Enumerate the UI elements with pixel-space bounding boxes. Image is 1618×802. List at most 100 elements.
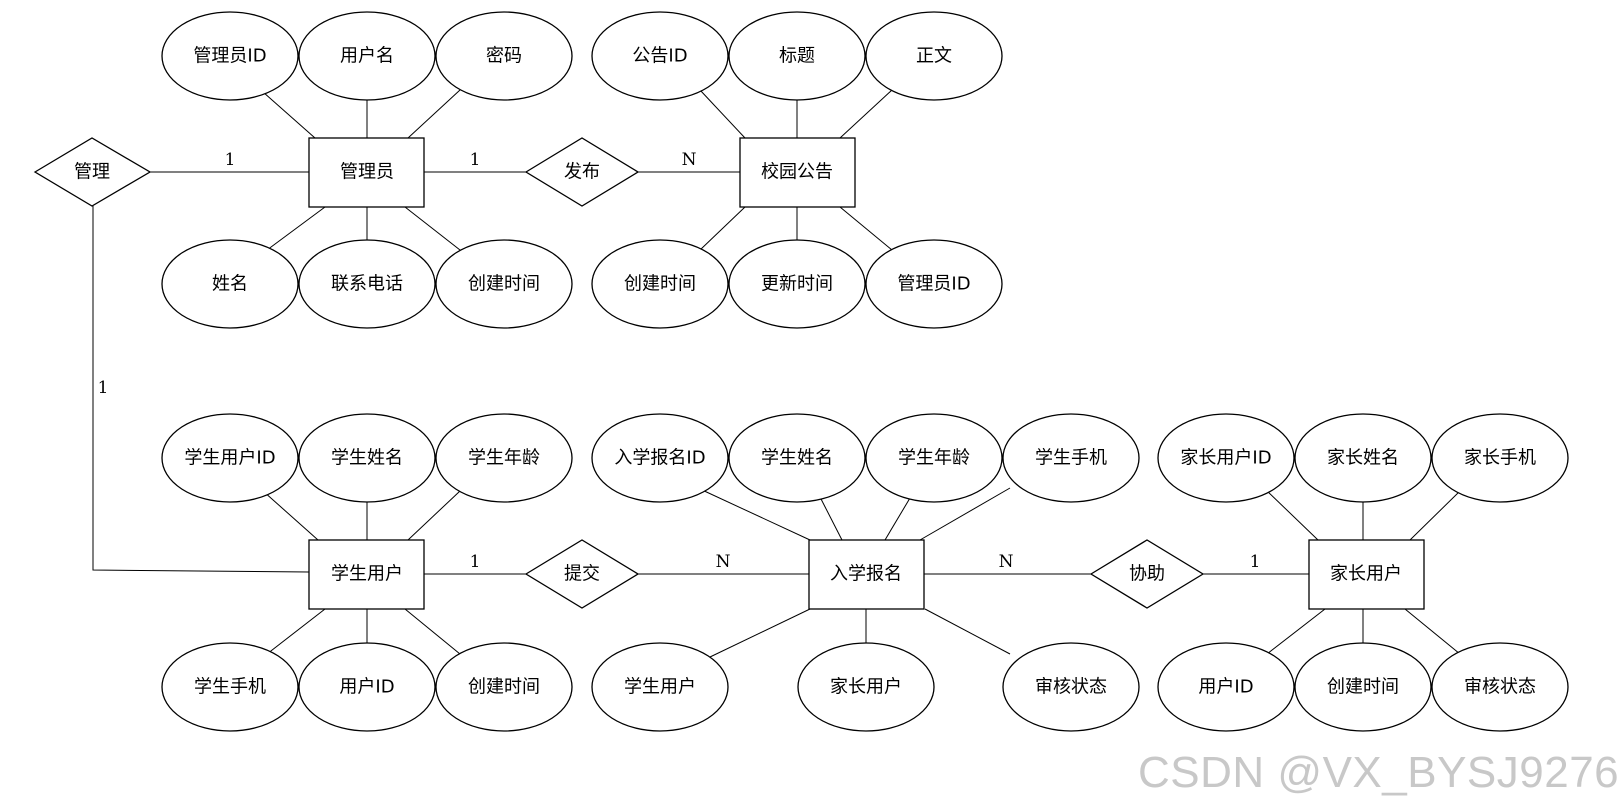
watermark: CSDN @VX_BYSJ9276 [1138,748,1618,797]
attribute-label: 家长用户 [830,677,902,698]
attribute-label: 学生手机 [194,677,266,698]
attribute-label: 更新时间 [761,274,833,295]
attribute-label: 创建时间 [468,274,540,295]
attribute-label: 学生手机 [1035,448,1107,469]
relationship-diamond [1089,539,1205,609]
attribute-ellipse [435,239,573,329]
attribute-label: 标题 [779,46,815,67]
attribute-label: 用户ID [1198,677,1253,698]
attribute-ellipse [591,239,729,329]
attribute-ellipse [435,642,573,732]
attribute-ellipse [1002,413,1140,503]
attribute-label: 学生用户ID [184,448,275,469]
attribute-label: 创建时间 [468,677,540,698]
attribute-ellipse [298,11,436,101]
cardinality-label: 1 [470,552,481,572]
attribute-ellipse [161,11,299,101]
relationship-diamond [524,137,640,207]
attribute-label: 家长手机 [1464,448,1536,469]
cardinality-label: N [682,150,697,170]
attribute-label: 学生用户 [624,677,696,698]
relationship-label: 管理 [74,162,110,183]
relationship-label: 发布 [564,162,600,183]
attribute-label: 学生姓名 [761,448,833,469]
cardinality-label: N [716,552,731,572]
entity-box [308,137,425,208]
attribute-label: 入学报名ID [614,448,705,469]
attribute-ellipse [865,239,1003,329]
attribute-label: 用户ID [339,677,394,698]
attribute-label: 学生年龄 [898,448,970,469]
entity-admin: 管理员ID 用户名 密码 管理员 姓名 联系电话 创建时间 [161,11,573,329]
relationship-diamond [33,137,152,207]
attribute-ellipse [591,413,729,503]
attribute-ellipse [865,11,1003,101]
attribute-ellipse [1157,413,1295,503]
attribute-ellipse [435,11,573,101]
entity-enrollment: 入学报名ID 学生姓名 学生年龄 学生手机 入学报名 学生用户 家长用户 审核状… [591,413,1140,732]
attribute-label: 正文 [916,46,952,67]
cardinality-label: 1 [470,150,481,170]
cardinality-labels: 1 1 1 N 1 N N 1 [98,150,1261,572]
entity-label: 管理员 [340,162,394,183]
attribute-label: 家长用户ID [1180,448,1271,469]
attribute-label: 创建时间 [1327,677,1399,698]
relationship-diamond [524,539,640,609]
attribute-label: 审核状态 [1035,677,1107,698]
entity-box [739,137,856,208]
connectors [92,89,1461,658]
attribute-label: 公告ID [632,46,687,67]
entity-label: 学生用户 [331,564,403,585]
attribute-ellipse [797,642,935,732]
entity-label: 入学报名 [830,564,902,585]
attribute-ellipse [591,11,729,101]
relationship-publish: 发布 [524,137,640,207]
relationship-submit: 提交 [524,539,640,609]
relationship-manage: 管理 [33,137,152,207]
cardinality-label: N [999,552,1014,572]
cardinality-label: 1 [98,378,109,398]
entity-box [1308,539,1425,610]
entity-parent-user: 家长用户ID 家长姓名 家长手机 家长用户 用户ID 创建时间 审核状态 [1157,413,1569,732]
attribute-ellipse [1431,642,1569,732]
attribute-ellipse [728,413,866,503]
attribute-ellipse [728,11,866,101]
attribute-ellipse [1294,413,1432,503]
attribute-ellipse [161,642,299,732]
entity-label: 校园公告 [761,162,833,183]
entity-box [808,539,925,610]
attribute-label: 家长姓名 [1327,448,1399,469]
attribute-ellipse [1431,413,1569,503]
relationship-assist: 协助 [1089,539,1205,609]
entity-label: 家长用户 [1330,564,1402,585]
entity-notice: 公告ID 标题 正文 校园公告 创建时间 更新时间 管理员ID [591,11,1003,329]
attribute-ellipse [435,413,573,503]
entity-student-user: 学生用户ID 学生姓名 学生年龄 学生用户 学生手机 用户ID 创建时间 [161,413,573,732]
attribute-label: 学生年龄 [468,448,540,469]
entity-box [308,539,425,610]
relationship-label: 提交 [564,564,600,585]
attribute-label: 审核状态 [1464,677,1536,698]
attribute-label: 学生姓名 [331,448,403,469]
attribute-label: 创建时间 [624,274,696,295]
attribute-label: 管理员ID [193,46,266,67]
attribute-ellipse [865,413,1003,503]
attribute-ellipse [1294,642,1432,732]
attribute-ellipse [298,239,436,329]
attribute-ellipse [1157,642,1295,732]
attribute-ellipse [298,413,436,503]
attribute-label: 用户名 [340,46,394,67]
attribute-label: 密码 [486,46,522,67]
attribute-ellipse [161,413,299,503]
attribute-ellipse [728,239,866,329]
attribute-ellipse [1002,642,1140,732]
attribute-ellipse [298,642,436,732]
attribute-ellipse [161,239,299,329]
attribute-label: 联系电话 [331,274,403,295]
cardinality-label: 1 [225,150,236,170]
attribute-ellipse [591,642,729,732]
relationship-label: 协助 [1129,564,1165,585]
cardinality-label: 1 [1250,552,1261,572]
attribute-label: 姓名 [212,274,248,295]
